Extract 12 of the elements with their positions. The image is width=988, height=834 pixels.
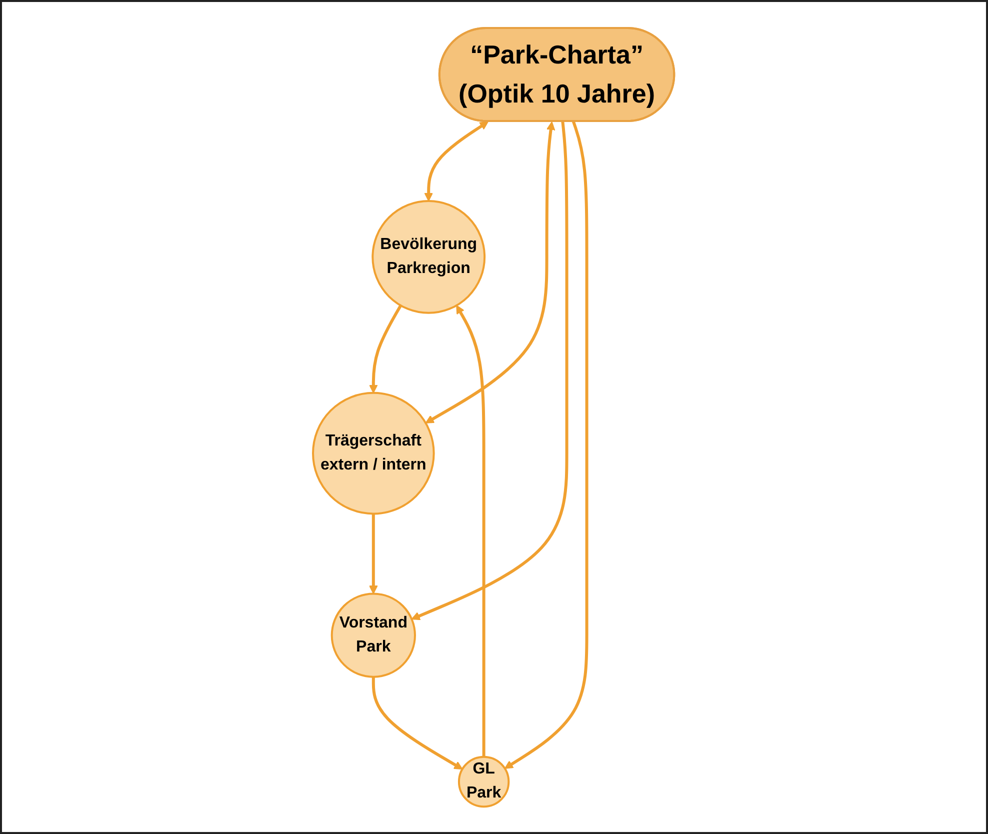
arrow bbox=[372, 676, 464, 770]
node-circle: Vorstand Park bbox=[331, 592, 416, 678]
node-circle: GL Park bbox=[458, 756, 510, 808]
arrow bbox=[369, 304, 402, 394]
arrow bbox=[456, 304, 486, 757]
arrow bbox=[369, 513, 378, 594]
node-circle: Trägerschaft extern / intern bbox=[312, 392, 436, 514]
arrow bbox=[504, 120, 589, 769]
arrow bbox=[426, 121, 556, 424]
arrow bbox=[424, 121, 489, 202]
arrow bbox=[412, 121, 569, 620]
node-circle: Bevölkerung Parkregion bbox=[372, 200, 486, 314]
